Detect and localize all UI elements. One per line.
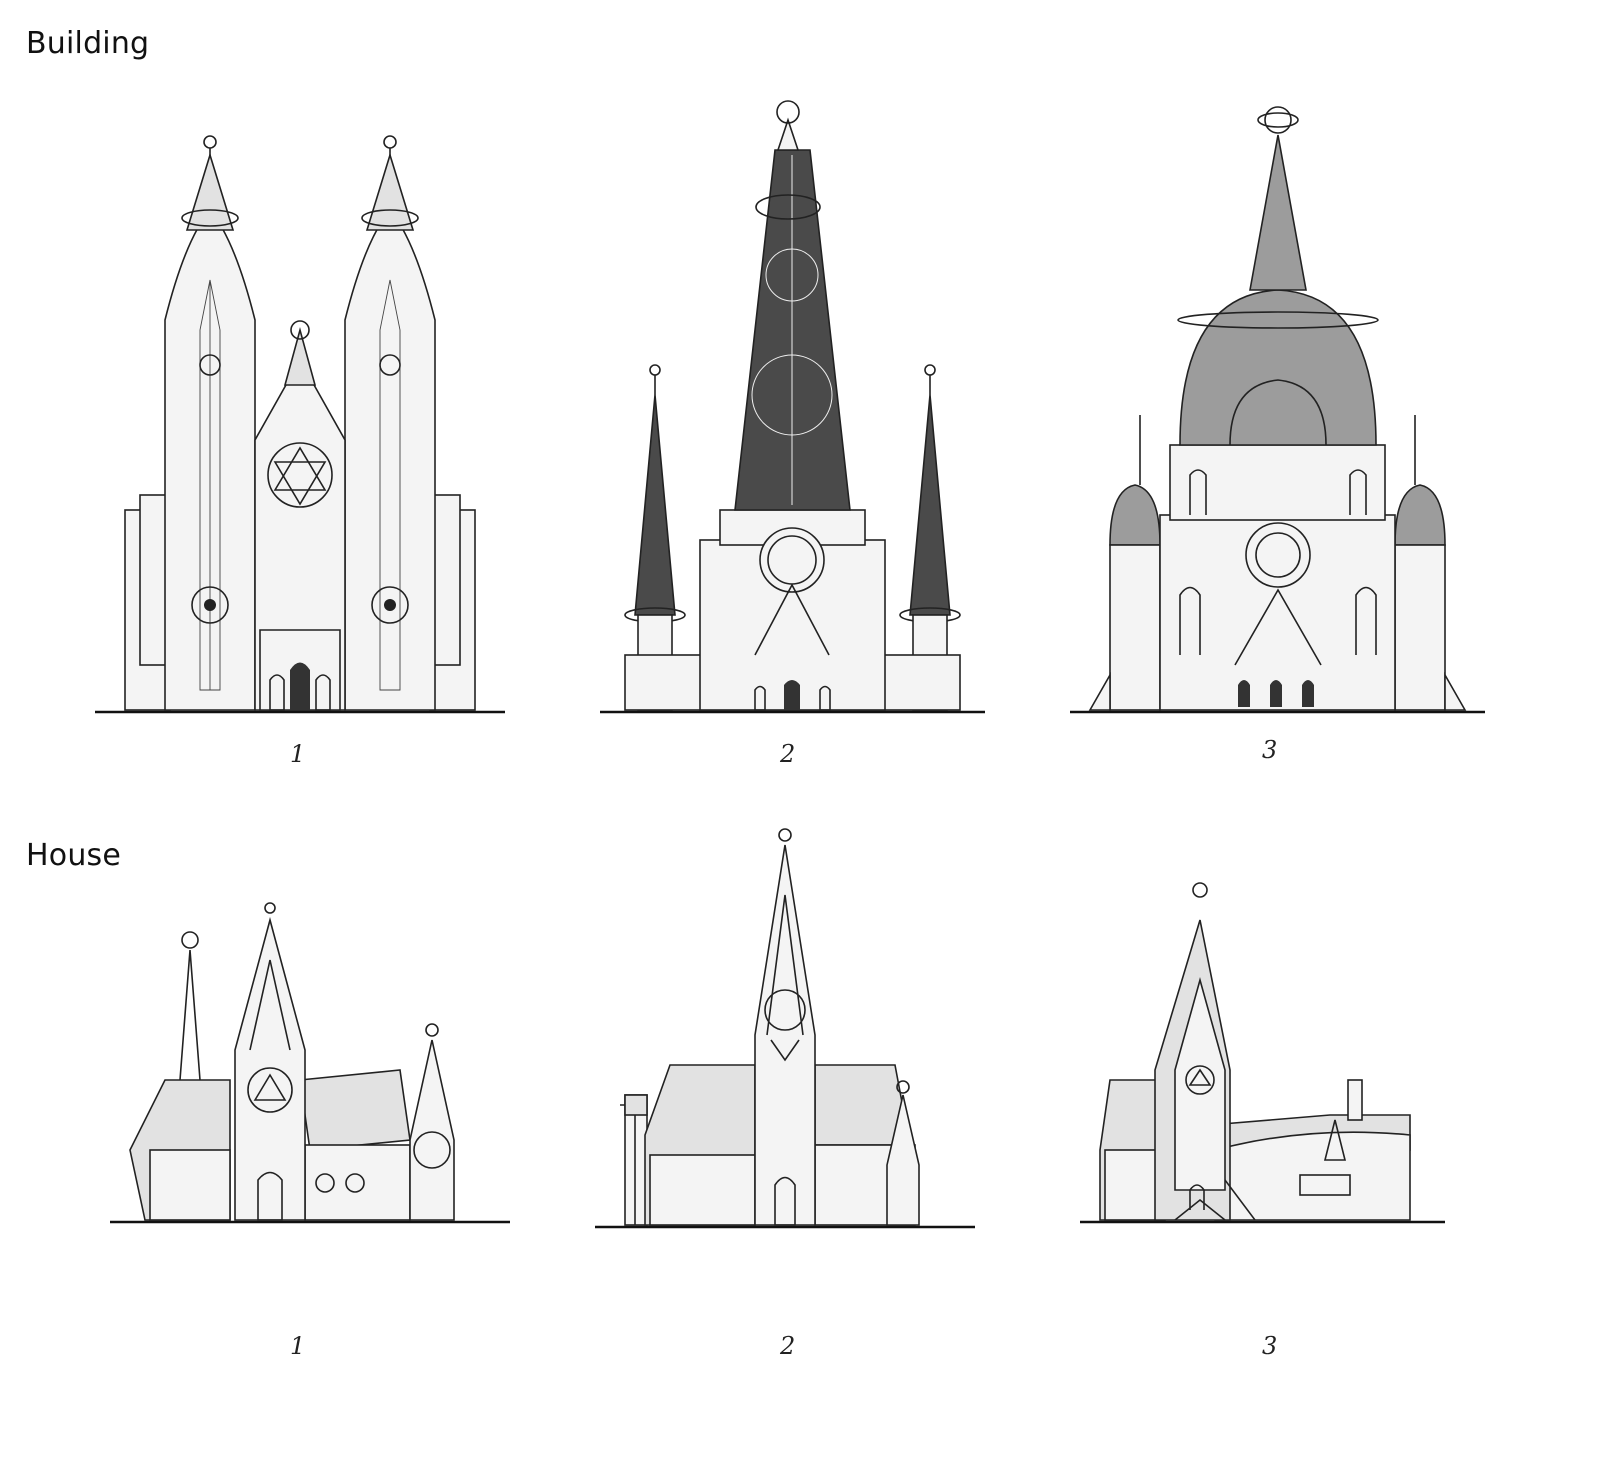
house-1-sketch: [110, 902, 510, 1224]
section-title-house: House: [26, 838, 122, 873]
building-2-sketch: [600, 100, 985, 714]
house-2-sketch: [595, 828, 975, 1229]
house-3-sketch: [1080, 882, 1445, 1224]
house-3-label: 3: [1262, 1332, 1278, 1360]
building-1-label: 1: [290, 740, 306, 768]
section-title-building: Building: [26, 26, 150, 61]
building-2-label: 2: [780, 740, 796, 768]
house-2-label: 2: [780, 1332, 796, 1360]
building-3-sketch: [1070, 106, 1485, 714]
building-3-label: 3: [1262, 736, 1278, 764]
building-1-sketch: [95, 135, 505, 714]
house-1-label: 1: [290, 1332, 306, 1360]
